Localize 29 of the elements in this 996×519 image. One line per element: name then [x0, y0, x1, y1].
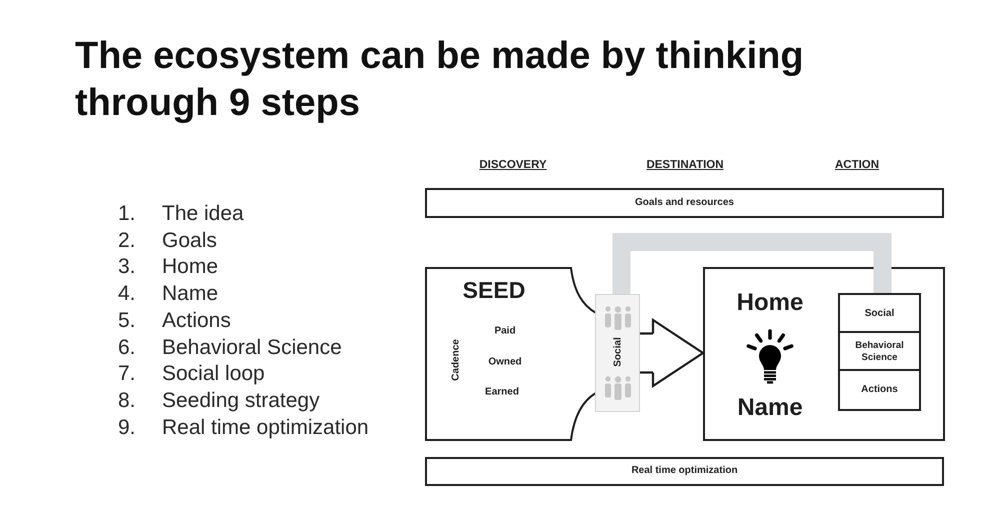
slide-title: The ecosystem can be made by thinking through 9 steps: [75, 34, 805, 126]
list-item: 4. Name: [118, 281, 218, 308]
list-item: 8. Seeding strategy: [118, 388, 320, 414]
block-arrow: [638, 318, 704, 388]
column-heading: DESTINATION: [646, 159, 724, 171]
list-item: 6. Behavioral Science: [118, 334, 342, 360]
channel-label: Paid: [494, 325, 516, 337]
list-item: 9. Real time optimization: [118, 414, 369, 441]
list-item: 3. Home: [118, 254, 218, 280]
column-heading: ACTION: [834, 159, 880, 171]
list-item: 5. Actions: [118, 308, 231, 334]
panel-heading: SEED: [462, 276, 526, 304]
social-strip: [595, 294, 640, 412]
layer-bar: Real time optimization: [425, 457, 944, 486]
rotated-label: Cadence: [450, 339, 462, 381]
home-panel: [703, 267, 945, 441]
channel-label: Earned: [485, 386, 519, 398]
column-heading: DISCOVERY: [479, 159, 547, 171]
rotated-label: Social: [612, 337, 624, 367]
list-item: 1. The idea: [118, 201, 244, 227]
channel-label: Owned: [488, 356, 522, 368]
loop-connector: [612, 233, 892, 294]
list-item: 2. Goals: [118, 228, 217, 254]
panel-heading: Home: [736, 289, 804, 317]
list-item: 7. Social loop: [118, 361, 265, 388]
panel-heading: Name: [737, 394, 803, 422]
stack-section: Actions: [838, 369, 921, 411]
seed-panel: [425, 267, 597, 441]
layer-bar: Goals and resources: [425, 188, 944, 218]
